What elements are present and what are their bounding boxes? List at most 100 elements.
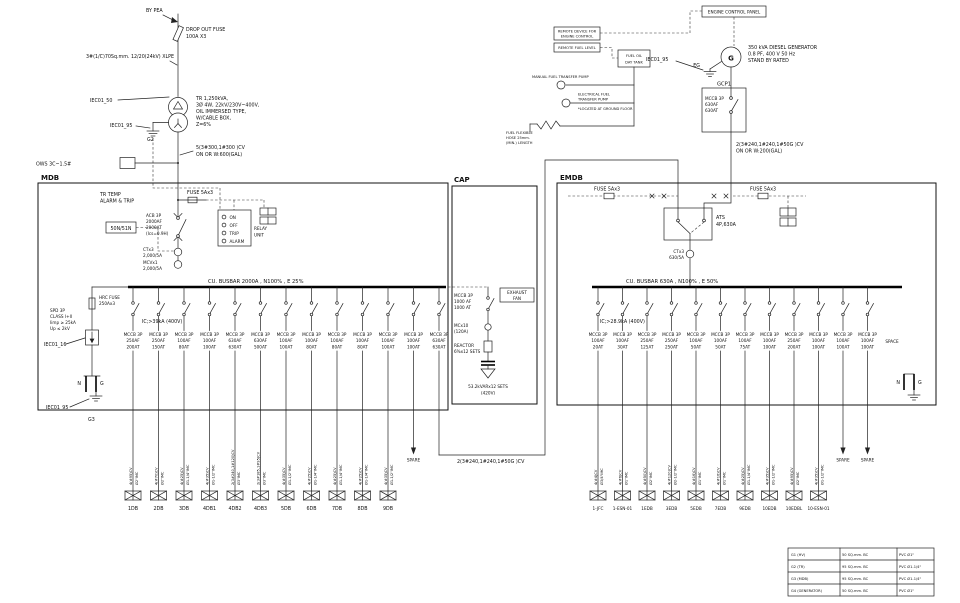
cap-panel-outline — [451, 185, 538, 405]
tag-pointer — [65, 337, 86, 345]
lv-cable-spec: ON OR W:600(GAL) — [196, 152, 242, 158]
breaker-contact — [284, 301, 288, 305]
ats-box — [663, 207, 713, 241]
breaker-contact — [411, 301, 416, 305]
conduit-spec: Ø1-1/2"IMC — [211, 464, 216, 485]
conduit-spec: Ø2"IMC — [134, 471, 139, 485]
breaker-contact — [156, 312, 161, 317]
panelboard-name: 9EDB — [739, 506, 751, 511]
cap-panel-title: CAP — [454, 176, 470, 184]
cap-panel: CAP MCCB 3P 1000 AF 1000 AT MCx10 (120A)… — [448, 176, 538, 405]
relay-unit-box — [217, 209, 252, 247]
breaker-rating: 100AF — [836, 338, 850, 343]
spd-label: CLASS I+II — [50, 314, 72, 319]
breaker-contact — [729, 96, 733, 100]
hrc-fuse-label: HRC FUSE — [99, 295, 120, 300]
breaker-contact — [792, 312, 796, 317]
cap-breaker-rating: 1000 AT — [454, 305, 472, 310]
cable-spec: 4(#4)CV — [594, 469, 598, 485]
gcp-title: GCP1 — [717, 82, 731, 88]
breaker-blade — [731, 99, 739, 112]
cable-spec: 4(#35)CV — [815, 467, 819, 485]
breaker-contact — [335, 312, 339, 317]
lv-cable-spec: 5(3#300,1#300 )CV — [196, 145, 246, 151]
hrc-fuse-label: 250Ax3 — [99, 301, 115, 306]
legend-conduit-size: PVC Ø1" — [899, 552, 914, 557]
conduit-spec: Ø2"IMC — [160, 471, 165, 485]
exhaust-fan-box — [499, 287, 535, 303]
breaker-contact — [694, 312, 698, 317]
indicator-lamp — [221, 214, 227, 220]
cable-spec: 4(#25)CV — [308, 467, 312, 485]
wire — [439, 303, 446, 314]
breaker-rating: MCCB 3P — [404, 332, 423, 337]
breaker-rating: 80AT — [332, 344, 343, 349]
breaker-rating: 200AT — [126, 344, 140, 349]
hv-cable-pointer — [169, 60, 178, 66]
breaker-rating: MCCB 3P — [809, 332, 828, 337]
gcp-breaker-rating: MCCB 3P — [705, 96, 724, 101]
contact-cross — [661, 193, 667, 199]
engine-control-panel-label: ENGINE CONTROL PANEL — [708, 9, 761, 14]
breaker-rating: 100AT — [381, 344, 395, 349]
breaker-rating: 500AT — [254, 344, 268, 349]
wye-symbol — [174, 123, 179, 128]
conduit-spec: Ø1-1/4"IMC — [313, 464, 318, 485]
generator-cable-spec: ON OR W:200(GAL) — [736, 149, 782, 155]
wire — [286, 303, 293, 314]
breaker-contact — [743, 301, 747, 305]
generator-spec: STAND BY RATED — [748, 58, 789, 64]
cap-breaker-rating: 1000 AF — [454, 299, 472, 304]
cable-spec: 4(#25)CV — [359, 467, 363, 485]
breaker-contact — [486, 307, 490, 312]
mdb-panel-outline — [37, 182, 449, 411]
breaker-rating: MCCB 3P — [638, 332, 657, 337]
breaker-contact — [694, 301, 698, 305]
breaker-rating: 250AF — [787, 338, 801, 343]
cable-spec: 4(#35)CV — [282, 467, 286, 485]
cable-spec: 4(#25)CV — [180, 467, 184, 485]
wire — [867, 303, 874, 314]
breaker-rating: 100AF — [738, 338, 752, 343]
spd-label: Iimp ≥ 25kA — [50, 320, 76, 325]
legend-ground-id: G2 (TR) — [791, 565, 805, 569]
fuse-label: FUSE 5Ax3 — [187, 190, 213, 196]
breaker-contact — [792, 301, 796, 305]
tr-temp-label: ALARM & TRIP — [100, 199, 134, 205]
control-wire — [600, 10, 702, 34]
generator-feed-wire — [703, 131, 732, 209]
breaker-contact — [309, 312, 314, 317]
legend-conductor-size: 95 SQ.mm. BC — [842, 565, 869, 569]
reactor-label: 6%x12 SETS — [454, 349, 481, 354]
cable-spec: 4(#120)CV — [668, 465, 672, 485]
acb-contact — [176, 216, 180, 220]
breaker-rating: MCCB 3P — [277, 332, 296, 337]
hose-label: (MIN.) LENGTH — [506, 141, 533, 145]
dropout-fuse-label: DROP OUT FUSE — [186, 27, 225, 33]
spd-arrowhead — [89, 338, 95, 344]
hose-label: HOSE 25mm. — [506, 136, 530, 140]
indicator-label: ON — [230, 215, 236, 220]
tag-iec01-95: IEC01_95 — [110, 123, 132, 129]
breaker-contact — [335, 301, 339, 305]
hose-label: FUEL FLEXIBLE — [506, 131, 533, 135]
breaker-contact — [645, 312, 649, 317]
panelboard-name: 4DB3 — [254, 506, 267, 512]
breaker-contact — [645, 301, 649, 305]
wye-symbol — [177, 123, 182, 128]
breaker-contact — [207, 301, 212, 305]
wire — [235, 303, 242, 314]
cable-spec: 4(#95)CV — [129, 467, 133, 485]
breaker-rating: 50AT — [715, 344, 726, 349]
breaker-rating: 100AF — [714, 338, 728, 343]
